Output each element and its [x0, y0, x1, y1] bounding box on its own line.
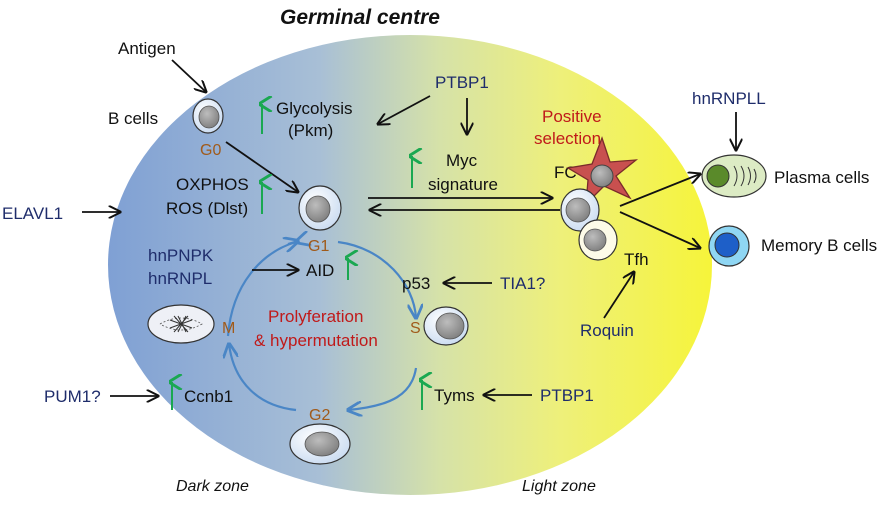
label-myc-1: Myc	[446, 151, 478, 170]
germinal-centre-zone	[108, 35, 712, 495]
label-hnpnpk: hnPNPK	[148, 246, 214, 265]
diagram-title: Germinal centre	[280, 6, 440, 29]
cycle-arrowhead-g1	[288, 241, 298, 244]
label-p53: p53	[402, 274, 430, 293]
label-ptbp1-bottom: PTBP1	[540, 386, 594, 405]
label-hnrnpl: hnRNPL	[148, 269, 212, 288]
label-antigen: Antigen	[118, 39, 176, 58]
label-myc-2: signature	[428, 175, 498, 194]
label-glycolysis-1: Glycolysis	[276, 99, 353, 118]
label-oxphos: OXPHOS	[176, 175, 249, 194]
label-aid: AID	[306, 261, 334, 280]
label-memory-b-cells: Memory B cells	[761, 236, 877, 255]
arrow-to-memory	[619, 211, 700, 248]
label-g0: G0	[200, 142, 221, 159]
label-glycolysis-2: (Pkm)	[288, 121, 333, 140]
label-tia1: TIA1?	[500, 274, 545, 293]
label-light-zone: Light zone	[522, 478, 596, 495]
label-g1: G1	[308, 238, 329, 255]
label-tfh: Tfh	[624, 250, 649, 269]
mitotic-cell	[147, 304, 215, 344]
memory-b-cell	[708, 225, 750, 267]
label-ccnb1: Ccnb1	[184, 387, 233, 406]
b-cell-g1	[298, 185, 342, 231]
label-tyms: Tyms	[434, 386, 475, 405]
b-cell-s-phase	[423, 306, 469, 346]
b-cell-light-zone	[560, 188, 600, 232]
arrow-roquin-to-tfh	[603, 272, 634, 319]
label-dark-zone: Dark zone	[176, 478, 249, 495]
label-s: S	[410, 320, 421, 337]
label-m: M	[222, 320, 235, 337]
label-b-cells: B cells	[108, 109, 158, 128]
label-positive-1: Positive	[542, 107, 602, 126]
label-prolif-2: & hypermutation	[254, 331, 378, 350]
b-cell-g0	[192, 98, 224, 134]
label-positive-2: selection	[534, 129, 601, 148]
plasma-cell	[701, 154, 767, 198]
label-ptbp1-top: PTBP1	[435, 73, 489, 92]
tfh-cell	[578, 219, 618, 261]
label-fc: FC	[554, 163, 577, 182]
label-plasma-cells: Plasma cells	[774, 168, 869, 187]
fdc-nucleus	[590, 164, 614, 188]
b-cell-g2	[289, 423, 351, 465]
arrow-g0-to-g1	[225, 141, 298, 192]
label-g2: G2	[309, 407, 330, 424]
label-ros: ROS (Dlst)	[166, 199, 248, 218]
arrow-antigen	[171, 59, 206, 92]
arrow-ptbp1-to-glycolysis	[378, 95, 431, 124]
label-prolif-1: Prolyferation	[268, 307, 363, 326]
arrow-to-plasma	[619, 174, 700, 207]
label-elavl1: ELAVL1	[2, 204, 63, 223]
label-pum1: PUM1?	[44, 387, 101, 406]
label-hnrnpll: hnRNPLL	[692, 89, 766, 108]
label-roquin: Roquin	[580, 321, 634, 340]
